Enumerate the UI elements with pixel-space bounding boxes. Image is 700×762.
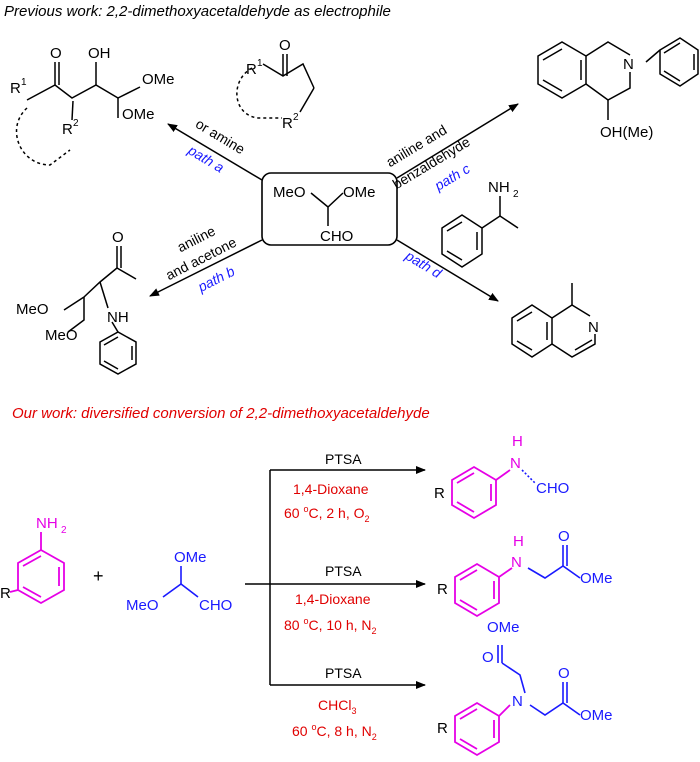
svg-text:CHO: CHO bbox=[199, 597, 232, 614]
previous-work-heading: Previous work: 2,2-dimethoxyacetaldehyde… bbox=[4, 3, 391, 20]
dimethoxyacetaldehyde-reactant bbox=[162, 566, 199, 598]
svg-text:60 oC, 2 h, O2: 60 oC, 2 h, O2 bbox=[284, 504, 370, 524]
svg-text:O: O bbox=[50, 45, 62, 62]
svg-text:OMe: OMe bbox=[487, 619, 520, 636]
svg-text:R: R bbox=[437, 581, 448, 598]
svg-text:O: O bbox=[112, 229, 124, 246]
svg-text:O: O bbox=[279, 37, 291, 54]
svg-text:MeO: MeO bbox=[16, 301, 49, 318]
svg-text:PTSA: PTSA bbox=[325, 665, 362, 681]
svg-text:2: 2 bbox=[513, 189, 519, 200]
svg-text:1,4-Dioxane: 1,4-Dioxane bbox=[293, 481, 369, 497]
svg-text:2: 2 bbox=[61, 525, 67, 536]
svg-text:N: N bbox=[512, 693, 523, 710]
svg-text:N: N bbox=[623, 56, 634, 73]
svg-text:CHCl3: CHCl3 bbox=[318, 697, 356, 716]
svg-text:PTSA: PTSA bbox=[325, 563, 362, 579]
path-b-product bbox=[63, 246, 137, 375]
svg-text:R: R bbox=[246, 61, 257, 78]
conditions-2: PTSA 1,4-Dioxane 80 oC, 10 h, N2 bbox=[284, 563, 377, 636]
svg-text:O: O bbox=[482, 649, 494, 666]
svg-text:R: R bbox=[434, 485, 445, 502]
svg-text:OMe: OMe bbox=[142, 71, 175, 88]
path-a-arrow bbox=[167, 123, 263, 181]
svg-text:R: R bbox=[282, 115, 293, 132]
svg-text:OMe: OMe bbox=[174, 549, 207, 566]
path-c-arrow bbox=[396, 103, 519, 179]
svg-text:OMe: OMe bbox=[580, 707, 613, 724]
conditions-1: PTSA 1,4-Dioxane 60 oC, 2 h, O2 bbox=[284, 451, 370, 524]
svg-text:2: 2 bbox=[293, 112, 299, 123]
our-work-heading: Our work: diversified conversion of 2,2-… bbox=[12, 405, 430, 422]
svg-text:NH: NH bbox=[488, 179, 510, 196]
phenylethylamine-structure bbox=[441, 196, 519, 268]
svg-text:OMe: OMe bbox=[580, 570, 613, 587]
path-d-label: path d bbox=[402, 247, 446, 282]
svg-text:CHO: CHO bbox=[320, 228, 353, 245]
path-c-product-tetrahydroisoquinoline bbox=[537, 37, 699, 120]
svg-text:R: R bbox=[62, 121, 73, 138]
svg-text:N: N bbox=[511, 554, 522, 571]
product-1-formanilide: R H N CHO bbox=[434, 433, 569, 520]
svg-text:OH(Me): OH(Me) bbox=[600, 124, 653, 141]
svg-text:R: R bbox=[0, 585, 11, 602]
svg-text:1: 1 bbox=[21, 77, 27, 88]
path-a-product-labels: O OH OMe OMe R 1 R 2 bbox=[10, 45, 175, 138]
path-d-product-isoquinoline bbox=[511, 283, 596, 358]
svg-text:MeO: MeO bbox=[126, 597, 159, 614]
svg-text:1: 1 bbox=[257, 58, 263, 69]
svg-text:N: N bbox=[588, 319, 599, 336]
svg-text:OMe: OMe bbox=[343, 184, 376, 201]
svg-text:R: R bbox=[10, 80, 21, 97]
svg-text:MeO: MeO bbox=[273, 184, 306, 201]
svg-text:OH: OH bbox=[88, 45, 111, 62]
path-b-arrow bbox=[149, 239, 263, 297]
svg-text:2: 2 bbox=[73, 118, 79, 129]
conditions-3: PTSA CHCl3 60 oC, 8 h, N2 bbox=[292, 665, 377, 742]
svg-text:PTSA: PTSA bbox=[325, 451, 362, 467]
branch-arrows bbox=[245, 466, 426, 689]
aniline-reactant bbox=[9, 532, 65, 605]
svg-text:1,4-Dioxane: 1,4-Dioxane bbox=[295, 591, 371, 607]
svg-text:80 oC, 10 h, N2: 80 oC, 10 h, N2 bbox=[284, 616, 377, 636]
svg-text:NH: NH bbox=[107, 309, 129, 326]
plus-sign: + bbox=[93, 566, 104, 586]
product-3-bis-glycinate: R OMe O N O OMe bbox=[437, 619, 613, 757]
path-d-arrow bbox=[396, 239, 499, 302]
path-a-product-enone bbox=[15, 62, 141, 166]
svg-text:OMe: OMe bbox=[122, 106, 155, 123]
svg-text:CHO: CHO bbox=[536, 480, 569, 497]
svg-text:R: R bbox=[437, 720, 448, 737]
svg-text:60 oC, 8 h, N2: 60 oC, 8 h, N2 bbox=[292, 722, 377, 742]
svg-text:H: H bbox=[513, 533, 524, 550]
svg-text:MeO: MeO bbox=[45, 327, 78, 344]
svg-text:H: H bbox=[512, 433, 523, 450]
path-b-label: path b bbox=[194, 263, 237, 295]
ketone-reactant bbox=[236, 54, 315, 119]
svg-text:O: O bbox=[558, 665, 570, 682]
svg-text:NH: NH bbox=[36, 515, 58, 532]
central-reagent-box bbox=[261, 172, 398, 246]
product-2-glycinate: R H N O OMe bbox=[437, 528, 613, 618]
svg-text:N: N bbox=[510, 455, 521, 472]
dimethoxyacetaldehyde-structure: MeO OMe CHO bbox=[273, 184, 376, 245]
svg-text:O: O bbox=[558, 528, 570, 545]
